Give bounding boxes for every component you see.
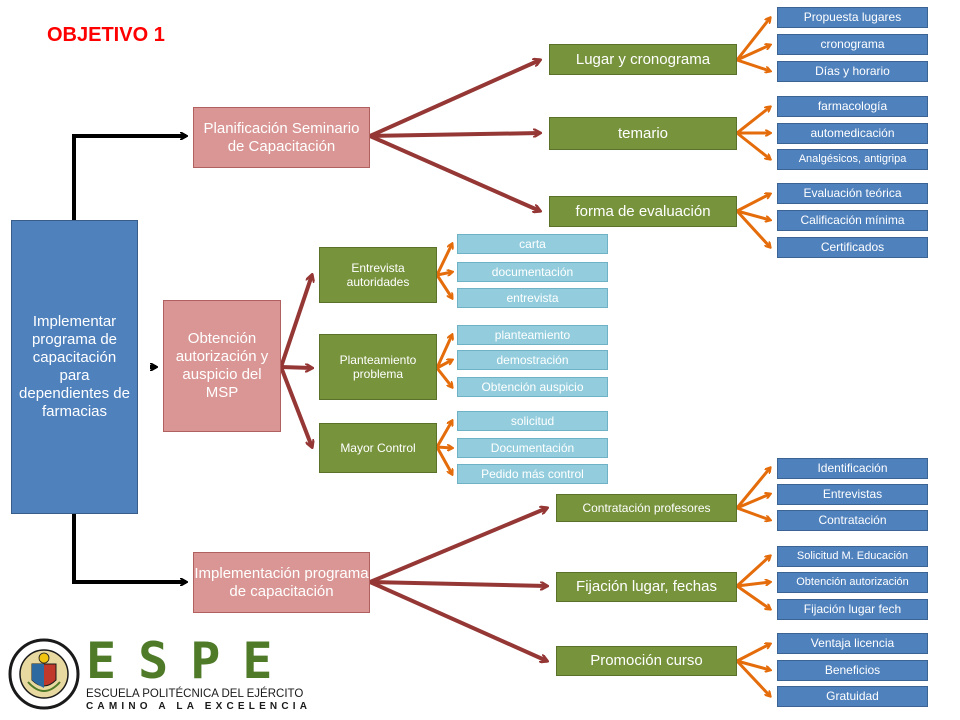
logo-letter: S	[138, 632, 169, 690]
node-lugar-label: Lugar y cronograma	[575, 50, 711, 68]
leaf-promocion-2: Gratuidad	[777, 686, 928, 707]
leaf-fijacion-1: Obtención autorización	[777, 572, 928, 593]
leaf-label: Certificados	[820, 240, 885, 255]
leaf-planteamiento-0: planteamiento	[457, 325, 608, 345]
logo-motto: CAMINO A LA EXCELENCIA	[86, 701, 312, 712]
leaf-lugar-0: Propuesta lugares	[777, 7, 928, 28]
leaf-label: Entrevistas	[822, 487, 883, 502]
root-node: Implementar programa de capacitación par…	[11, 220, 138, 514]
leaf-promocion-1: Beneficios	[777, 660, 928, 681]
leaf-evaluacion-2: Certificados	[777, 237, 928, 258]
leaf-fijacion-2: Fijación lugar fech	[777, 599, 928, 620]
leaf-label: Obtención auspicio	[481, 379, 584, 394]
leaf-mayor-1: Documentación	[457, 438, 608, 458]
arrow-root-implementacion	[72, 514, 186, 582]
leaf-mayor-0: solicitud	[457, 411, 608, 431]
node-contratacion-label: Contratación profesores	[582, 500, 711, 515]
node-mayor-label: Mayor Control	[340, 440, 416, 455]
arrow-root-planificacion	[72, 136, 186, 220]
node-temario-label: temario	[617, 124, 669, 142]
leaf-label: solicitud	[510, 413, 555, 428]
leaf-contratacion-0: Identificación	[777, 458, 928, 479]
leaf-label: Documentación	[490, 440, 575, 455]
leaf-lugar-1: cronograma	[777, 34, 928, 55]
root-label: Implementar programa de capacitación par…	[19, 313, 130, 420]
node-implementacion-label: Implementación programa de capacitación	[194, 564, 369, 600]
espe-letters: E S P E	[86, 636, 272, 686]
leaf-label: Identificación	[817, 461, 888, 476]
logo-letter: E	[242, 632, 273, 690]
leaf-label: demostración	[496, 352, 569, 367]
leaf-label: Fijación lugar fech	[803, 602, 902, 617]
logo-school-name: ESCUELA POLITÉCNICA DEL EJÉRCITO	[86, 688, 304, 700]
logo-letter: E	[86, 632, 117, 690]
node-promocion-label: Promoción curso	[590, 652, 703, 669]
leaf-label: Beneficios	[824, 663, 881, 678]
leaf-entrevista-2: entrevista	[457, 288, 608, 308]
leaf-label: Evaluación teórica	[803, 186, 902, 201]
leaf-evaluacion-0: Evaluación teórica	[777, 183, 928, 204]
leaf-label: cronograma	[820, 37, 885, 52]
node-entrevista-label: Entrevista autoridades	[346, 260, 410, 289]
leaf-label: Propuesta lugares	[803, 10, 902, 25]
node-planificacion-label: Planificación Seminario de Capacitación	[203, 119, 360, 155]
node-obtencion: Obtención autorización y auspicio del MS…	[163, 300, 281, 432]
leaf-planteamiento-1: demostración	[457, 350, 608, 370]
leaf-promocion-0: Ventaja licencia	[777, 633, 928, 654]
node-implementacion: Implementación programa de capacitación	[193, 552, 370, 613]
leaf-label: Contratación	[818, 513, 887, 528]
node-evaluacion: forma de evaluación	[549, 196, 737, 227]
leaf-temario-0: farmacología	[777, 96, 928, 117]
leaf-planteamiento-2: Obtención auspicio	[457, 377, 608, 397]
node-planteamiento: Planteamiento problema	[319, 334, 437, 400]
node-planificacion: Planificación Seminario de Capacitación	[193, 107, 370, 168]
leaf-contratacion-2: Contratación	[777, 510, 928, 531]
leaf-label: Días y horario	[815, 64, 890, 79]
node-contratacion: Contratación profesores	[556, 494, 737, 522]
node-planteamiento-label: Planteamiento problema	[339, 352, 417, 381]
node-lugar: Lugar y cronograma	[549, 44, 737, 75]
leaf-label: Calificación mínima	[800, 213, 905, 228]
leaf-entrevista-0: carta	[457, 234, 608, 254]
leaf-label: Gratuidad	[826, 689, 879, 704]
espe-logo: E S P E ESCUELA POLITÉCNICA DEL EJÉRCITO…	[6, 634, 307, 714]
leaf-fijacion-0: Solicitud M. Educación	[777, 546, 928, 567]
leaf-label: documentación	[491, 264, 574, 279]
leaf-label: carta	[519, 236, 546, 251]
leaf-label: automedicación	[810, 126, 895, 141]
leaf-label: farmacología	[817, 99, 888, 114]
node-temario: temario	[549, 117, 737, 150]
leaf-label: entrevista	[506, 290, 559, 305]
node-mayor: Mayor Control	[319, 423, 437, 473]
leaf-label: planteamiento	[494, 327, 571, 342]
leaf-contratacion-1: Entrevistas	[777, 484, 928, 505]
leaf-label: Pedido más control	[481, 466, 584, 481]
logo-letter: P	[190, 632, 221, 690]
node-promocion: Promoción curso	[556, 646, 737, 676]
leaf-mayor-2: Pedido más control	[457, 464, 608, 484]
leaf-label: Obtención autorización	[796, 575, 909, 588]
node-fijacion-label: Fijación lugar, fechas	[576, 578, 717, 595]
node-evaluacion-label: forma de evaluación	[575, 202, 711, 220]
leaf-label: Analgésicos, antigripa	[798, 152, 907, 165]
leaf-lugar-2: Días y horario	[777, 61, 928, 82]
diagram-title: OBJETIVO 1	[47, 24, 165, 46]
leaf-label: Ventaja licencia	[810, 636, 895, 651]
leaf-evaluacion-1: Calificación mínima	[777, 210, 928, 231]
leaf-label: Solicitud M. Educación	[796, 549, 909, 562]
node-obtencion-label: Obtención autorización y auspicio del MS…	[175, 330, 269, 401]
node-entrevista: Entrevista autoridades	[319, 247, 437, 303]
leaf-entrevista-1: documentación	[457, 262, 608, 282]
leaf-temario-1: automedicación	[777, 123, 928, 144]
node-fijacion: Fijación lugar, fechas	[556, 572, 737, 602]
espe-seal-icon	[8, 638, 80, 710]
leaf-temario-2: Analgésicos, antigripa	[777, 149, 928, 170]
